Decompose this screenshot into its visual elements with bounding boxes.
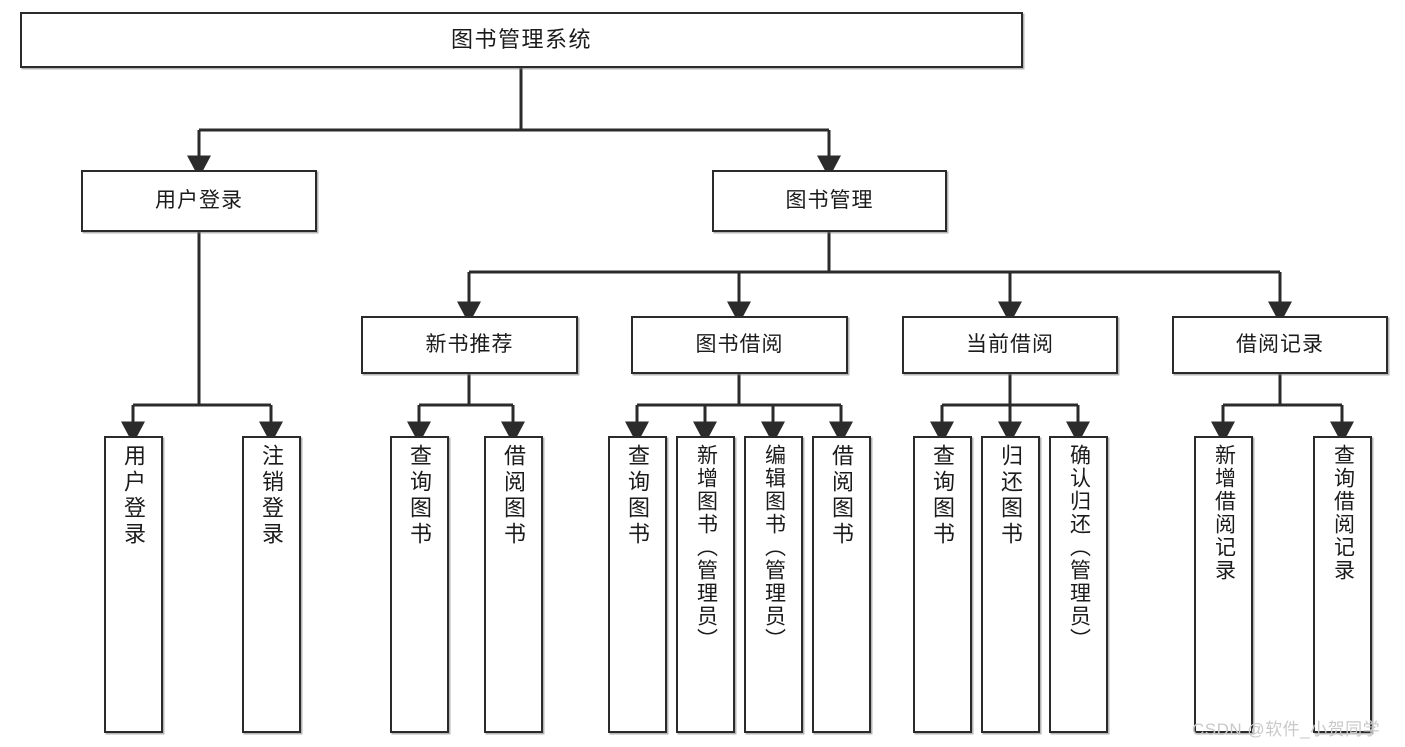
node-label: 编辑图书（管理员） bbox=[762, 444, 786, 651]
node-label: 新书推荐 bbox=[425, 332, 514, 356]
node-leaf-query-book-2[interactable]: 查询图书 bbox=[608, 436, 667, 733]
node-label: 查询图书 bbox=[407, 444, 433, 548]
csdn-watermark: CSDN @软件_小贺同学 bbox=[1192, 720, 1381, 739]
node-leaf-add-record[interactable]: 新增借阅记录 bbox=[1194, 436, 1253, 733]
node-label: 查询图书 bbox=[930, 444, 956, 548]
node-label: 图书管理 bbox=[785, 188, 874, 212]
node-book-manage[interactable]: 图书管理 bbox=[712, 170, 947, 232]
node-leaf-borrow-book-1[interactable]: 借阅图书 bbox=[484, 436, 543, 733]
node-leaf-edit-book[interactable]: 编辑图书（管理员） bbox=[744, 436, 803, 733]
node-borrow-record[interactable]: 借阅记录 bbox=[1172, 316, 1388, 374]
node-leaf-return-book[interactable]: 归还图书 bbox=[981, 436, 1040, 733]
node-label: 注销登录 bbox=[259, 444, 285, 548]
node-new-book-recommend[interactable]: 新书推荐 bbox=[361, 316, 578, 374]
node-label: 当前借阅 bbox=[966, 332, 1054, 356]
node-leaf-logout[interactable]: 注销登录 bbox=[242, 436, 301, 733]
node-root-book-management-system[interactable]: 图书管理系统 bbox=[20, 12, 1023, 68]
node-label: 新增借阅记录 bbox=[1212, 444, 1236, 582]
node-label: 借阅图书 bbox=[829, 444, 855, 548]
node-label: 用户登录 bbox=[155, 188, 243, 212]
node-leaf-borrow-book-2[interactable]: 借阅图书 bbox=[812, 436, 871, 733]
node-label: 图书借阅 bbox=[695, 332, 784, 356]
node-label: 查询借阅记录 bbox=[1331, 444, 1355, 582]
node-label: 图书管理系统 bbox=[450, 27, 592, 53]
node-leaf-query-book-1[interactable]: 查询图书 bbox=[390, 436, 449, 733]
node-label: 确认归还（管理员） bbox=[1067, 444, 1091, 651]
node-label: 用户登录 bbox=[121, 444, 147, 548]
node-leaf-add-book[interactable]: 新增图书（管理员） bbox=[676, 436, 735, 733]
node-user-login[interactable]: 用户登录 bbox=[81, 170, 317, 232]
node-leaf-confirm-return[interactable]: 确认归还（管理员） bbox=[1049, 436, 1108, 733]
node-label: 借阅记录 bbox=[1236, 332, 1324, 356]
node-label: 查询图书 bbox=[625, 444, 651, 548]
node-leaf-user-login[interactable]: 用户登录 bbox=[104, 436, 163, 733]
node-leaf-query-book-3[interactable]: 查询图书 bbox=[913, 436, 972, 733]
node-current-borrow[interactable]: 当前借阅 bbox=[902, 316, 1118, 374]
node-book-borrow[interactable]: 图书借阅 bbox=[631, 316, 848, 374]
node-leaf-query-record[interactable]: 查询借阅记录 bbox=[1313, 436, 1372, 733]
node-label: 新增图书（管理员） bbox=[694, 444, 718, 651]
node-label: 归还图书 bbox=[998, 444, 1024, 548]
node-label: 借阅图书 bbox=[501, 444, 527, 548]
